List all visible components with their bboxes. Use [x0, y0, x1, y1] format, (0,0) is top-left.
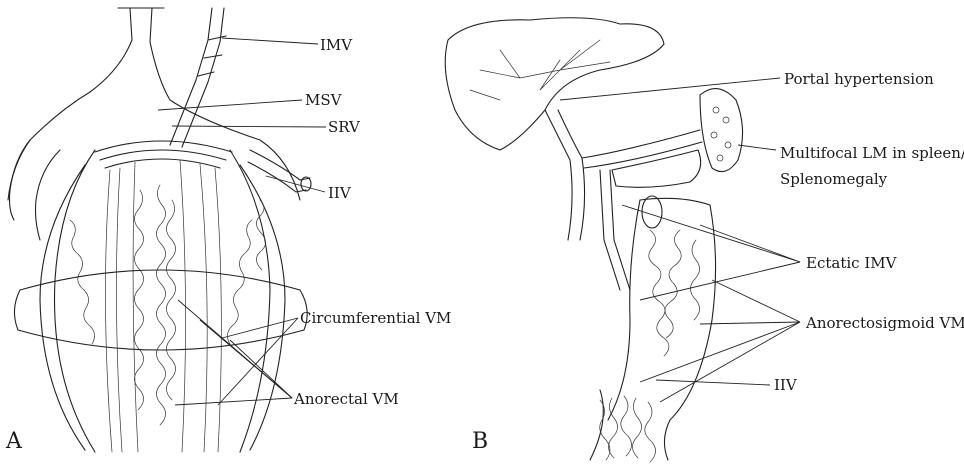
rectum-outer-left-2	[40, 165, 85, 450]
leader-anorectal-4	[175, 398, 292, 405]
leader-iiv-a	[266, 176, 325, 192]
leader-multifocal-lm	[738, 145, 776, 150]
splenic-vein-bottom	[584, 142, 702, 168]
spleen-lesion-4	[725, 142, 731, 148]
vm-squiggle-1	[134, 190, 143, 410]
sigmoid-vm-3	[690, 240, 699, 320]
label-iiv: IIV	[328, 184, 352, 202]
label-msv: MSV	[305, 91, 343, 109]
trunk-right-outline	[150, 8, 300, 200]
leader-srv	[172, 126, 326, 127]
rectal-vessel-5	[200, 164, 207, 452]
rectum-outer-right-2	[240, 165, 285, 450]
pelvic-band-top	[20, 270, 300, 290]
leader-ars-2	[700, 322, 800, 324]
left-iliac-outer	[10, 140, 31, 220]
pelvic-band-left	[14, 290, 20, 330]
leader-imv	[222, 38, 318, 44]
label-splenomegaly: Splenomegaly	[780, 170, 888, 188]
sigmoid-vm-1	[649, 230, 669, 356]
colon-outer-left	[608, 200, 640, 420]
imv-left	[600, 170, 620, 290]
leader-ars-1	[712, 280, 800, 322]
panel-b-illustration	[445, 18, 742, 462]
vm-squiggle-3	[166, 200, 175, 400]
portal-vein-left	[545, 110, 572, 240]
label-srv: SRV	[328, 118, 361, 136]
spleen-outline	[700, 89, 743, 172]
rectum-top-arch-3	[105, 159, 220, 168]
leader-ectatic-3	[640, 262, 800, 300]
pancreas-outline	[612, 150, 701, 187]
rectal-vm-b3	[621, 396, 632, 456]
label-multifocal-lm: Multifocal LM in spleen/	[780, 144, 964, 162]
vm-squiggle-2	[156, 185, 165, 425]
leader-ars-3	[640, 322, 800, 382]
left-iliac-inner	[36, 150, 61, 240]
iiv-tube-top	[250, 150, 310, 180]
label-ectatic-imv: Ectatic IMV	[806, 254, 898, 272]
leader-iiv-b	[656, 380, 770, 385]
label-portal-hypertension: Portal hypertension	[784, 70, 934, 88]
label-anorectosigmoid-vm: Anorectosigmoid VM	[805, 314, 964, 332]
panel-b-labels: Portal hypertension Multifocal LM in spl…	[472, 70, 964, 454]
spleen-lesion-2	[723, 117, 729, 123]
rectal-vm-b4	[632, 398, 641, 458]
vm-squiggle-right	[227, 220, 252, 344]
spleen-lesion-3	[711, 132, 717, 138]
rectal-vm-b5	[645, 402, 656, 462]
leader-anorectal-3	[230, 340, 292, 398]
label-iiv-b: IIV	[774, 376, 798, 394]
leader-portal-hypertension	[560, 78, 780, 100]
rectum-outer-right	[230, 150, 270, 452]
label-imv: IMV	[320, 36, 353, 54]
panel-b-leaders	[560, 78, 800, 402]
panel-letter-b: B	[472, 429, 488, 454]
vm-squiggle-left	[70, 220, 95, 344]
rectum-b-right	[664, 420, 670, 460]
rectum-b-left	[590, 390, 603, 460]
spleen-lesion-5	[717, 155, 723, 161]
label-anorectal-vm: Anorectal VM	[293, 390, 399, 408]
leader-msv	[158, 100, 302, 110]
rectal-vessel-6	[215, 168, 221, 452]
rectal-vessel-2	[116, 168, 122, 452]
panel-letter-a: A	[5, 429, 23, 454]
iiv-tube-bottom	[248, 162, 306, 192]
sigmoid-vm-2	[665, 230, 681, 338]
imv-right	[610, 170, 630, 290]
trunk-left-outline	[8, 8, 132, 200]
panel-a-illustration	[8, 8, 311, 452]
rectal-vessel-1	[105, 170, 112, 452]
liver-vessels	[470, 40, 610, 100]
spleen-lesion-1	[713, 107, 719, 113]
label-circumferential-vm: Circumferential VM	[300, 309, 451, 327]
pelvic-band-bottom	[18, 330, 304, 350]
